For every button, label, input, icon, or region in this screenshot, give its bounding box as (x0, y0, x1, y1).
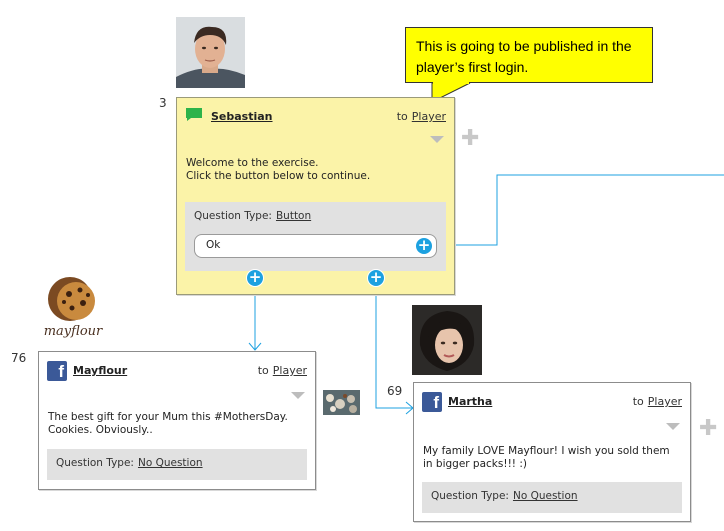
question-type-label: Question Type: (56, 457, 134, 469)
expand-caret[interactable] (666, 423, 680, 430)
question-type-link[interactable]: Button (275, 210, 312, 222)
recipient-link[interactable]: Player (647, 395, 682, 408)
question-panel: Question Type:No Question (422, 482, 682, 513)
chat-bubble-icon (186, 108, 202, 121)
sebastian-avatar (176, 17, 245, 88)
question-type: Question Type:Button (194, 210, 311, 222)
svg-text:mayflour: mayflour (44, 324, 103, 339)
publish-note-callout: This is going to be published in the pla… (405, 27, 653, 83)
to-word: to (396, 110, 408, 123)
node-id-3: 3 (159, 96, 167, 110)
facebook-icon: f (47, 361, 67, 381)
sender-link[interactable]: Mayflour (73, 364, 128, 377)
question-type-label: Question Type: (431, 490, 509, 502)
mayflour-logo: mayflour (38, 275, 108, 340)
add-branch-plus-icon-left[interactable]: + (247, 268, 263, 286)
question-type-link[interactable]: No Question (512, 490, 578, 502)
callout-text: This is going to be published in the pla… (416, 38, 632, 75)
question-panel: Question Type:Button Ok + (185, 202, 446, 271)
to-word: to (632, 395, 644, 408)
add-node-plus-icon[interactable]: ✚ (461, 126, 480, 151)
recipient-link[interactable]: Player (272, 364, 307, 377)
add-branch-plus-icon-right[interactable]: + (368, 268, 384, 286)
callout-pointer-joint (433, 81, 469, 84)
arrowhead-mayflour (248, 342, 262, 351)
add-node-plus-icon[interactable]: ✚ (699, 416, 718, 441)
answer-text: Ok (206, 239, 221, 251)
question-panel: Question Type:No Question (47, 449, 307, 480)
martha-avatar (412, 305, 482, 375)
connector-to-martha (375, 286, 413, 409)
question-type-link[interactable]: No Question (137, 457, 203, 469)
question-type: Question Type:No Question (56, 457, 203, 469)
answer-option[interactable]: Ok + (194, 234, 437, 258)
question-type-label: Question Type: (194, 210, 272, 222)
message-text: My family LOVE Mayflour! I wish you sold… (423, 445, 670, 470)
message-text: The best gift for your Mum this #Mothers… (48, 411, 288, 436)
question-type: Question Type:No Question (431, 490, 578, 502)
recipient-link[interactable]: Player (411, 110, 446, 123)
expand-caret[interactable] (291, 392, 305, 399)
message-text: Welcome to the exercise. Click the butto… (186, 157, 371, 182)
sender-link[interactable]: Martha (448, 395, 493, 408)
attached-image-thumbnail[interactable] (323, 390, 360, 415)
node-id-76: 76 (11, 351, 27, 365)
facebook-icon: f (422, 392, 442, 412)
to-word: to (257, 364, 269, 377)
connector-answer-right (431, 174, 724, 246)
node-id-69: 69 (387, 384, 403, 398)
expand-caret[interactable] (430, 136, 444, 143)
sender-link[interactable]: Sebastian (211, 110, 273, 123)
add-connection-plus-icon[interactable]: + (416, 236, 432, 254)
